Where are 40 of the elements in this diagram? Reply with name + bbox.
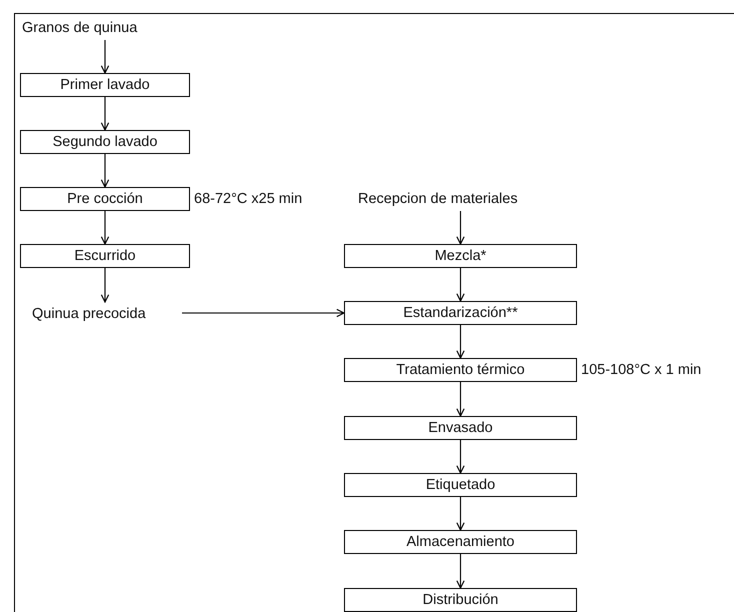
flow-text: Granos de quinua	[22, 16, 192, 40]
process-box	[344, 530, 577, 554]
step-label: Primer lavado	[60, 77, 150, 93]
step-label: Segundo lavado	[52, 134, 158, 150]
step-label: Etiquetado	[426, 477, 496, 493]
process-box	[344, 244, 577, 268]
arrow	[456, 382, 465, 417]
process-box	[20, 130, 190, 154]
step-label: Escurrido	[74, 248, 136, 264]
process-box	[20, 73, 190, 97]
arrow	[456, 497, 465, 531]
arrow	[100, 40, 110, 74]
arrow	[100, 97, 110, 131]
step-label: Mezcla*	[434, 248, 486, 264]
arrow	[456, 554, 465, 589]
arrow	[456, 211, 465, 245]
step-label: Almacenamiento	[406, 534, 514, 550]
flow-text: Recepcion de materiales	[358, 187, 568, 211]
step-label: Estandarización**	[403, 305, 518, 321]
process-box	[344, 588, 577, 612]
step-label: Pre cocción	[67, 191, 143, 207]
step-label: Distribución	[422, 592, 498, 608]
process-box	[344, 416, 577, 440]
process-box	[344, 473, 577, 497]
condition-note: 68-72°C x25 min	[194, 190, 302, 209]
arrow	[456, 325, 465, 359]
arrow	[182, 308, 345, 318]
arrow	[100, 154, 110, 188]
condition-note: 105-108°C x 1 min	[581, 361, 702, 380]
step-label: Tratamiento térmico	[396, 362, 525, 378]
process-box	[344, 301, 577, 325]
arrow	[100, 268, 110, 303]
arrow	[100, 211, 110, 245]
flow-text: Quinua precocida	[32, 302, 182, 326]
process-box	[344, 358, 577, 382]
arrow	[456, 268, 465, 302]
step-label: Envasado	[428, 420, 493, 436]
arrow	[456, 440, 465, 474]
process-box	[20, 244, 190, 268]
process-box	[20, 187, 190, 211]
